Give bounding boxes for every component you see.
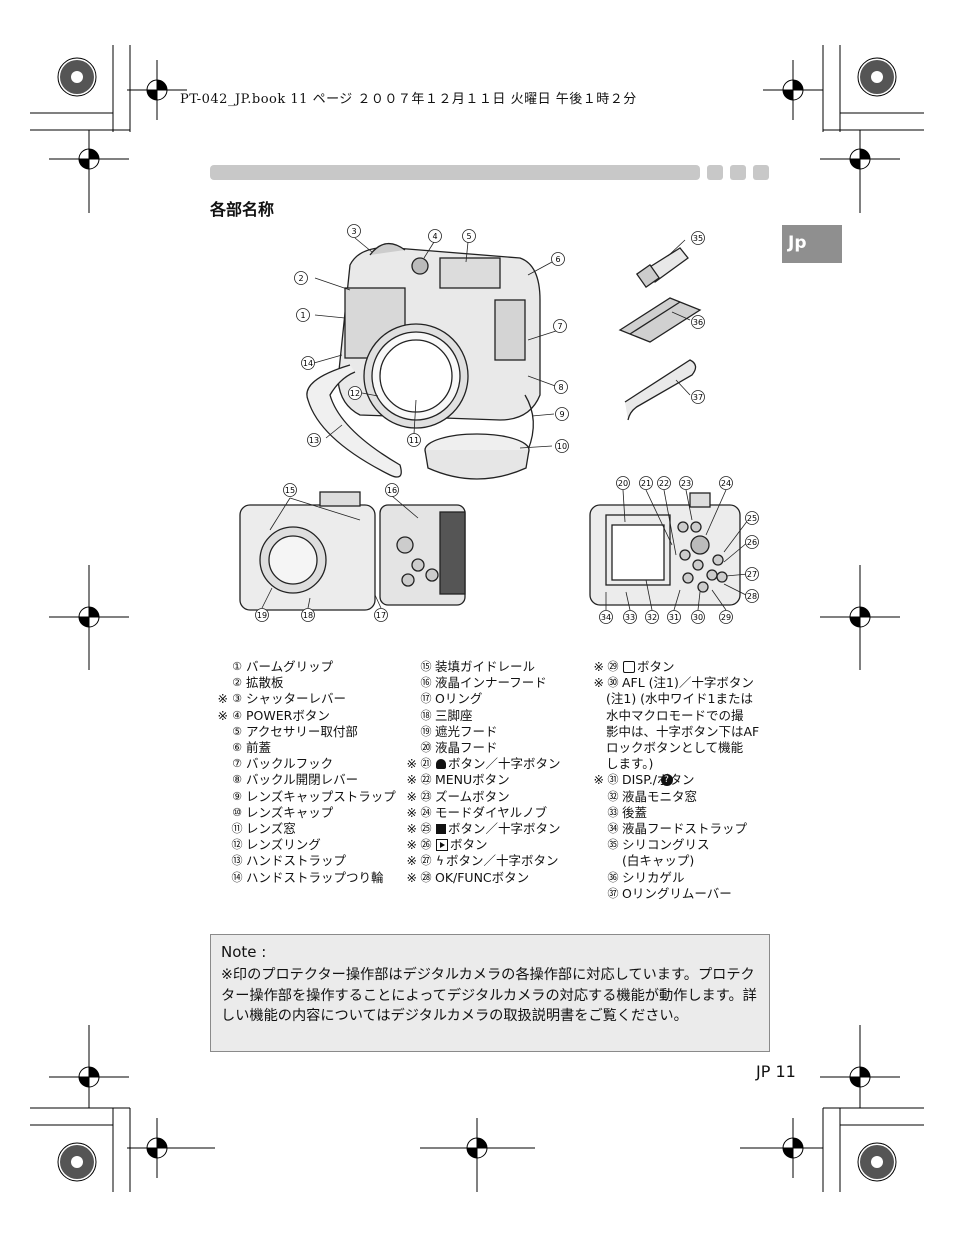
play-icon	[436, 839, 448, 852]
list-item-continuation: (白キャップ)	[622, 853, 695, 869]
starburst-icon	[57, 57, 897, 1182]
header-bar	[210, 165, 700, 180]
list-item-continuation: 水中マクロモードでの撮	[606, 707, 744, 723]
page-number: JP 11	[756, 1062, 796, 1081]
print-header: PT-042_JP.book 11 ページ ２００７年１２月１１日 火曜日 午後…	[180, 92, 637, 107]
list-item-continuation: (注1) (水中ワイド1または	[606, 691, 754, 707]
exposure-icon	[436, 824, 446, 835]
flash-icon: ϟ	[436, 854, 444, 869]
help-icon: ?	[660, 774, 673, 787]
language-tab: Jp	[782, 225, 842, 263]
note-title: Note :	[221, 943, 267, 961]
note-box: Note : ※印のプロテクター操作部はデジタルカメラの各操作部に対応しています…	[210, 934, 770, 1052]
header-bar-square	[707, 165, 723, 180]
tulip-icon	[436, 759, 446, 770]
section-title: 各部名称	[210, 200, 275, 219]
header-bar-square	[730, 165, 746, 180]
list-item-continuation: します。)	[606, 756, 654, 772]
header-bar-square	[753, 165, 769, 180]
erase-icon	[623, 661, 635, 673]
list-item-continuation: 影中は、十字ボタン下はAF	[606, 723, 760, 739]
list-item-continuation: ロックボタンとして機能	[606, 740, 744, 756]
note-body: ※印のプロテクター操作部はデジタルカメラの各操作部に対応しています。プロテクター…	[221, 967, 757, 1024]
